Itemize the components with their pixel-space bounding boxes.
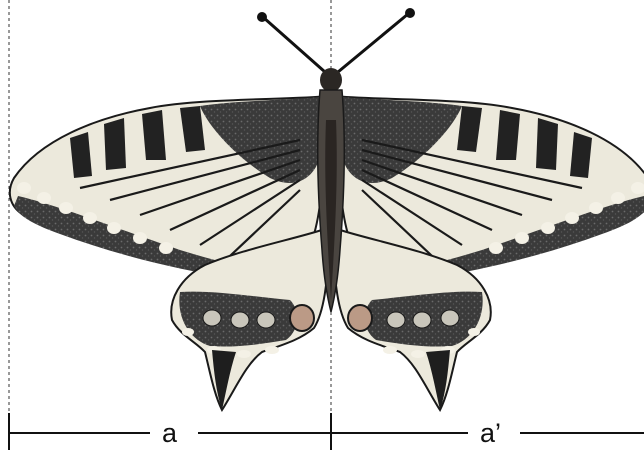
butterfly-icon bbox=[10, 8, 644, 410]
measure-bar bbox=[9, 413, 644, 450]
label-a-prime: a’ bbox=[474, 418, 507, 448]
label-a: a bbox=[156, 418, 183, 448]
